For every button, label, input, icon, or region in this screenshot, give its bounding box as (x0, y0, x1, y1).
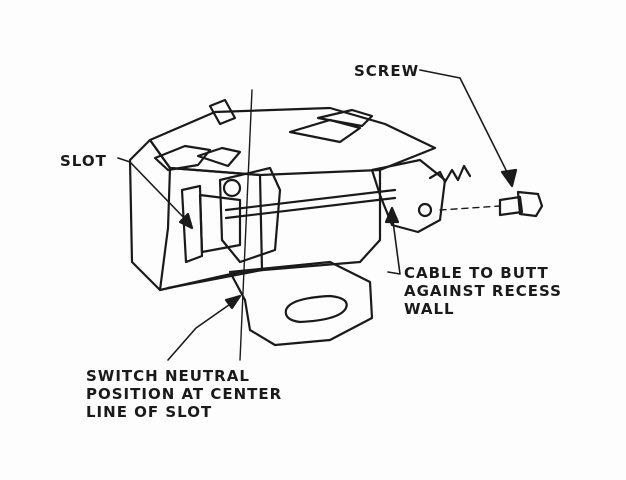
slot-outline (180, 184, 204, 264)
spring-coil (428, 164, 472, 184)
label-slot: SLOT (60, 152, 107, 170)
label-cable: CABLE TO BUTT AGAINST RECESS WALL (404, 264, 562, 318)
slider-carriage (218, 166, 282, 264)
switch-leader (167, 299, 237, 361)
top-post (208, 98, 237, 126)
switch-line-1: SWITCH NEUTRAL (86, 367, 250, 385)
label-screw: SCREW (354, 62, 419, 80)
screw-text: SCREW (354, 62, 420, 80)
cable-leader (387, 213, 401, 275)
cable-rod (224, 188, 397, 212)
label-switch: SWITCH NEUTRAL POSITION AT CENTER LINE O… (86, 367, 282, 421)
switch-line-3: LINE OF SLOT (86, 403, 213, 421)
screw-shank (498, 195, 524, 217)
bracket-hole (417, 202, 433, 218)
slot-leader (117, 157, 189, 223)
switch-arrowhead (224, 294, 242, 310)
screw-leader (419, 69, 511, 179)
cable-line-1: CABLE TO BUTT (404, 264, 549, 282)
screw-head (516, 190, 544, 218)
switch-body-front (128, 138, 172, 292)
slider-pivot (222, 178, 242, 198)
cable-arrowhead (384, 206, 400, 224)
top-tab-center (196, 146, 242, 168)
center-line (239, 89, 253, 361)
rear-bracket (370, 158, 447, 234)
switch-body-bottom (158, 168, 382, 292)
cable-rod-lower (224, 196, 397, 220)
top-tab-right (288, 118, 362, 144)
top-tab-rear (316, 108, 374, 128)
cable-line-2: AGAINST RECESS (404, 282, 562, 300)
screw-arrowhead (500, 168, 518, 188)
slot-text: SLOT (60, 152, 107, 170)
cable-line-3: WALL (404, 300, 455, 318)
screw-dash (439, 205, 501, 211)
mounting-foot (228, 260, 374, 347)
foot-slot (284, 294, 348, 324)
slot-arrowhead (178, 212, 194, 230)
switch-line-2: POSITION AT CENTER (86, 385, 283, 403)
switch-body-side (166, 166, 264, 290)
